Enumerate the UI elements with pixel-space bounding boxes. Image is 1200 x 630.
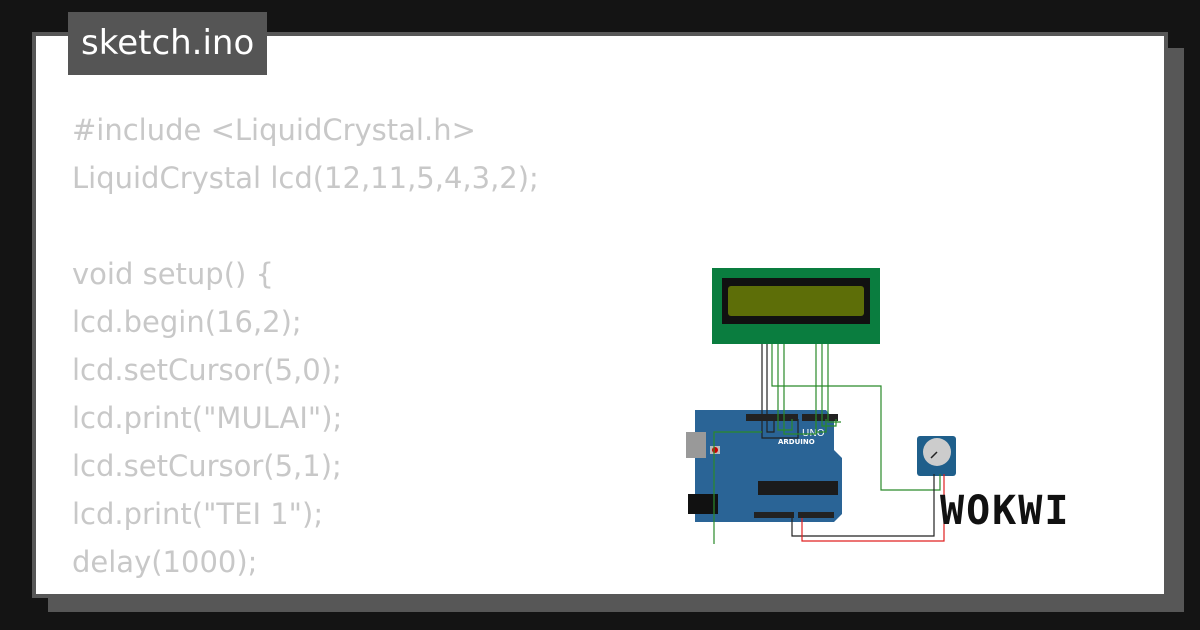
code-line: #include <LiquidCrystal.h> — [72, 113, 476, 147]
code-line: lcd.print("TEI 1"); — [72, 497, 324, 531]
code-line: void setup() { — [72, 257, 274, 291]
code-line: delay(1000); — [72, 545, 258, 579]
code-line: lcd.begin(16,2); — [72, 305, 302, 339]
code-line: lcd.clear(); — [72, 586, 539, 594]
sketch-title: sketch.ino — [68, 12, 268, 75]
potentiometer — [917, 436, 956, 476]
code-line: lcd.setCursor(5,1); — [72, 449, 342, 483]
code-line: lcd.setCursor(5,0); — [72, 353, 342, 387]
code-line: lcd.print("MULAI"); — [72, 401, 343, 435]
wokwi-logo: WOKWI — [940, 488, 1071, 534]
board-brand-label: ARDUINO — [778, 438, 815, 446]
code-preview: #include <LiquidCrystal.h> LiquidCrystal… — [72, 106, 539, 594]
preview-card: #include <LiquidCrystal.h> LiquidCrystal… — [32, 32, 1168, 598]
code-line — [72, 202, 539, 250]
circuit-diagram: ARDUINO UNO — [686, 268, 956, 544]
lcd-display — [712, 268, 880, 344]
code-line: LiquidCrystal lcd(12,11,5,4,3,2); — [72, 161, 539, 195]
wires — [713, 344, 945, 544]
arduino-board: ARDUINO UNO — [686, 410, 842, 522]
